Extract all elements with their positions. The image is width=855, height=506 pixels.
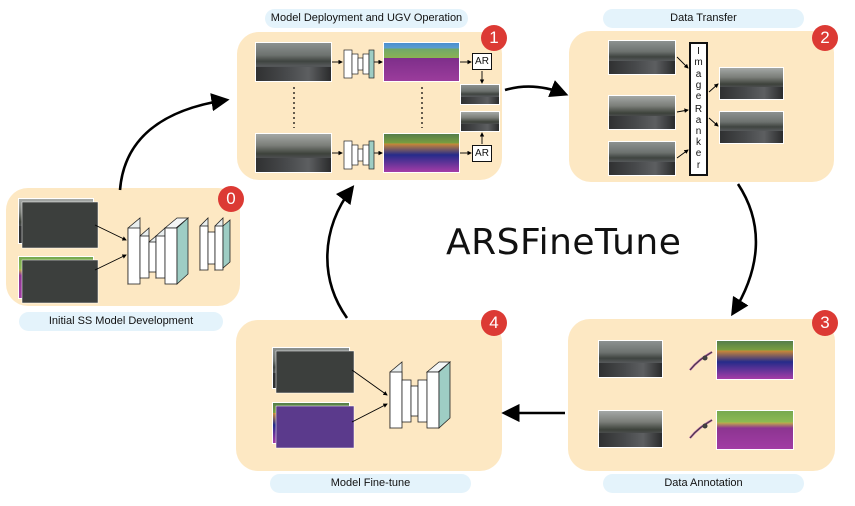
annotation-output-top (716, 340, 794, 380)
ranked-output-top (719, 67, 784, 100)
deployed-network-bottom (343, 140, 375, 170)
arrow-1-to-2 (504, 80, 569, 98)
stage-1-badge: 1 (481, 25, 507, 51)
arrow-4-to-1 (326, 185, 355, 319)
camera-frame-first (255, 42, 332, 82)
dotted-separators (293, 87, 423, 128)
transfer-input-top (608, 40, 676, 75)
arrow-0-to-1 (118, 93, 230, 191)
diagram-title: ARSFineTune (446, 222, 682, 263)
segmentation-output-last (383, 133, 460, 173)
arrow-2-to-3 (731, 183, 758, 317)
finetune-network-blocks (389, 361, 452, 429)
ranked-output-bottom (719, 111, 784, 144)
selected-frame-top (460, 84, 500, 105)
transfer-input-bottom (608, 141, 676, 176)
initial-network-blocks (127, 217, 231, 285)
stage-4-label: Model Fine-tune (270, 474, 471, 493)
stage-3-label: Data Annotation (603, 474, 804, 493)
deployed-network-top (343, 49, 375, 79)
annotation-pen-icons (689, 351, 713, 439)
stage-3-badge: 3 (812, 310, 838, 336)
active-ranking-box-top: AR (472, 53, 492, 70)
active-ranking-box-bottom: AR (472, 145, 492, 162)
stage-2-badge: 2 (812, 25, 838, 51)
image-stack-shadows (21, 201, 355, 449)
annotation-input-bottom (598, 410, 663, 448)
stage-0-badge: 0 (218, 186, 244, 212)
annotation-input-top (598, 340, 663, 378)
stage-2-label: Data Transfer (603, 9, 804, 28)
camera-frame-last (255, 133, 332, 173)
transfer-input-middle (608, 95, 676, 130)
annotation-output-bottom (716, 410, 794, 450)
stage-0-label: Initial SS Model Development (19, 312, 223, 331)
selected-frame-bottom (460, 111, 500, 132)
stage-4-badge: 4 (481, 310, 507, 336)
cycle-arrows (118, 80, 758, 423)
connector-arrows (94, 56, 719, 423)
stage-1-label: Model Deployment and UGV Operation (265, 9, 468, 28)
segmentation-output-first (383, 42, 460, 82)
